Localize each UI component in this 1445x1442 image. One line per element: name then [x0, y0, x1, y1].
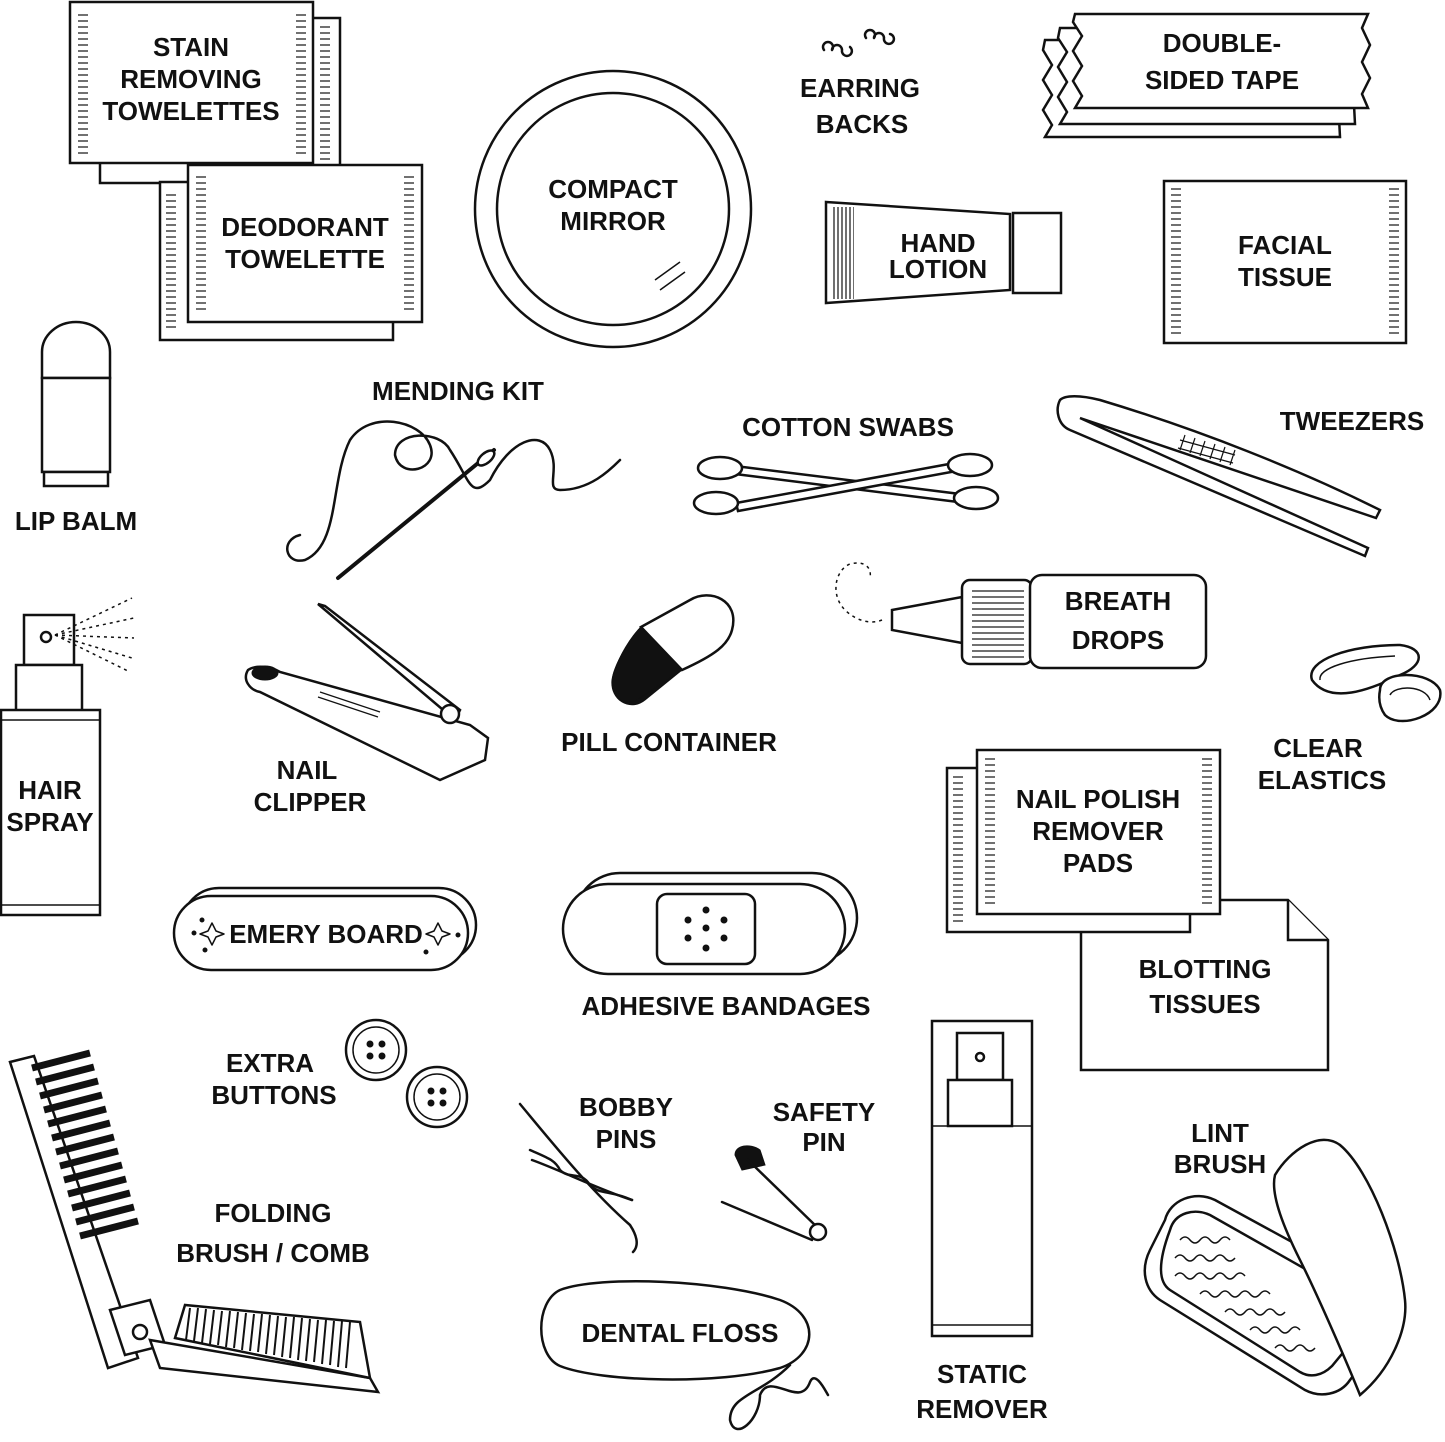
static-remover-label-1: STATIC — [937, 1359, 1027, 1389]
clear-elastics-label-1: CLEAR — [1273, 733, 1363, 763]
hair-spray-label-1: HAIR — [18, 775, 82, 805]
deodorant-towelette: DEODORANT TOWELETTE — [158, 163, 424, 342]
nail-polish-remover-pads-label-3: PADS — [1063, 848, 1133, 878]
extra-buttons-label-2: BUTTONS — [211, 1080, 336, 1110]
earring-backs-label-1: EARRING — [800, 73, 920, 103]
double-sided-tape: DOUBLE- SIDED TAPE — [1041, 12, 1372, 139]
double-sided-tape-label-1: DOUBLE- — [1163, 28, 1281, 58]
bobby-pins-label-1: BOBBY — [579, 1092, 673, 1122]
brush-bristles — [31, 1049, 139, 1240]
breath-drops-label-2: DROPS — [1072, 625, 1164, 655]
earring-backs-label-2: BACKS — [816, 109, 908, 139]
nail-polish-remover-pads-label-1: NAIL POLISH — [1016, 784, 1180, 814]
nail-clipper-label-1: NAIL — [277, 755, 338, 785]
stain-removing-towelettes-label-2: REMOVING — [120, 64, 262, 94]
static-remover: STATIC REMOVER — [916, 1019, 1048, 1424]
bobby-pins-label-2: PINS — [596, 1124, 657, 1154]
compact-mirror: COMPACT MIRROR — [473, 69, 753, 349]
cotton-swabs-label: COTTON SWABS — [742, 412, 954, 442]
compact-mirror-label-1: COMPACT — [548, 174, 678, 204]
dental-floss-label: DENTAL FLOSS — [582, 1318, 779, 1348]
blotting-tissues: BLOTTING TISSUES — [1079, 898, 1330, 1072]
extra-buttons: EXTRA BUTTONS — [211, 1018, 469, 1129]
tweezers-label: TWEEZERS — [1280, 406, 1424, 436]
facial-tissue-label-1: FACIAL — [1238, 230, 1332, 260]
deodorant-towelette-label-1: DEODORANT — [221, 212, 389, 242]
hand-lotion-label-1: HAND — [900, 228, 975, 258]
blotting-tissues-label-2: TISSUES — [1149, 989, 1260, 1019]
mending-kit-label: MENDING KIT — [372, 376, 544, 406]
cotton-swabs: COTTON SWABS — [692, 412, 1000, 516]
compact-mirror-label-2: MIRROR — [560, 206, 666, 236]
clear-elastics-label-2: ELASTICS — [1258, 765, 1387, 795]
adhesive-bandages-label: ADHESIVE BANDAGES — [582, 991, 871, 1021]
folding-brush-comb-label-2: BRUSH / COMB — [176, 1238, 370, 1268]
lint-brush-label-1: LINT — [1191, 1118, 1249, 1148]
emery-board: EMERY BOARD — [172, 886, 478, 972]
stain-removing-towelettes: STAIN REMOVING TOWELETTES — [68, 0, 342, 185]
hand-lotion-label-2: LOTION — [889, 254, 987, 284]
lint-brush-wavy-pattern — [1174, 1236, 1316, 1352]
safety-pin-label-2: PIN — [802, 1127, 845, 1157]
pill-container: PILL CONTAINER — [561, 594, 777, 757]
emery-board-label: EMERY BOARD — [229, 919, 423, 949]
breath-drops: BREATH DROPS — [835, 562, 1208, 670]
comb-teeth — [185, 1307, 351, 1369]
safety-pin: SAFETY PIN — [720, 1097, 876, 1242]
hair-spray: HAIR SPRAY — [0, 597, 135, 917]
blotting-tissues-label-1: BLOTTING — [1139, 954, 1272, 984]
lip-balm: LIP BALM — [15, 320, 137, 536]
nail-polish-remover-pads-label-2: REMOVER — [1032, 816, 1164, 846]
stain-removing-towelettes-label-1: STAIN — [153, 32, 229, 62]
facial-tissue: FACIAL TISSUE — [1162, 179, 1408, 345]
static-remover-label-2: REMOVER — [916, 1394, 1048, 1424]
folding-brush-comb: FOLDING BRUSH / COMB — [8, 1049, 381, 1394]
lip-balm-label: LIP BALM — [15, 506, 137, 536]
stain-removing-towelettes-label-3: TOWELETTES — [102, 96, 279, 126]
bobby-pins: BOBBY PINS — [518, 1092, 673, 1254]
adhesive-bandages: ADHESIVE BANDAGES — [561, 871, 871, 1021]
lint-brush-label-2: BRUSH — [1174, 1149, 1266, 1179]
pill-container-label: PILL CONTAINER — [561, 727, 777, 757]
nail-polish-remover-pads: NAIL POLISH REMOVER PADS — [945, 748, 1222, 934]
deodorant-towelette-label-2: TOWELETTE — [225, 244, 385, 274]
nail-clipper-label-2: CLIPPER — [254, 787, 367, 817]
hair-spray-label-2: SPRAY — [6, 807, 93, 837]
dental-floss: DENTAL FLOSS — [540, 1280, 830, 1431]
lint-brush: LINT BRUSH — [1143, 1118, 1407, 1398]
facial-tissue-label-2: TISSUE — [1238, 262, 1332, 292]
clear-elastics: CLEAR ELASTICS — [1258, 643, 1442, 795]
hand-lotion: HAND LOTION — [824, 200, 1063, 305]
mending-kit: MENDING KIT — [286, 376, 622, 580]
nail-clipper: NAIL CLIPPER — [244, 602, 490, 817]
folding-brush-comb-label-1: FOLDING — [215, 1198, 332, 1228]
double-sided-tape-label-2: SIDED TAPE — [1145, 65, 1299, 95]
breath-drops-label-1: BREATH — [1065, 586, 1171, 616]
tweezers: TWEEZERS — [1056, 395, 1424, 558]
earring-backs: EARRING BACKS — [800, 28, 920, 139]
extra-buttons-label-1: EXTRA — [226, 1048, 314, 1078]
safety-pin-label-1: SAFETY — [773, 1097, 876, 1127]
